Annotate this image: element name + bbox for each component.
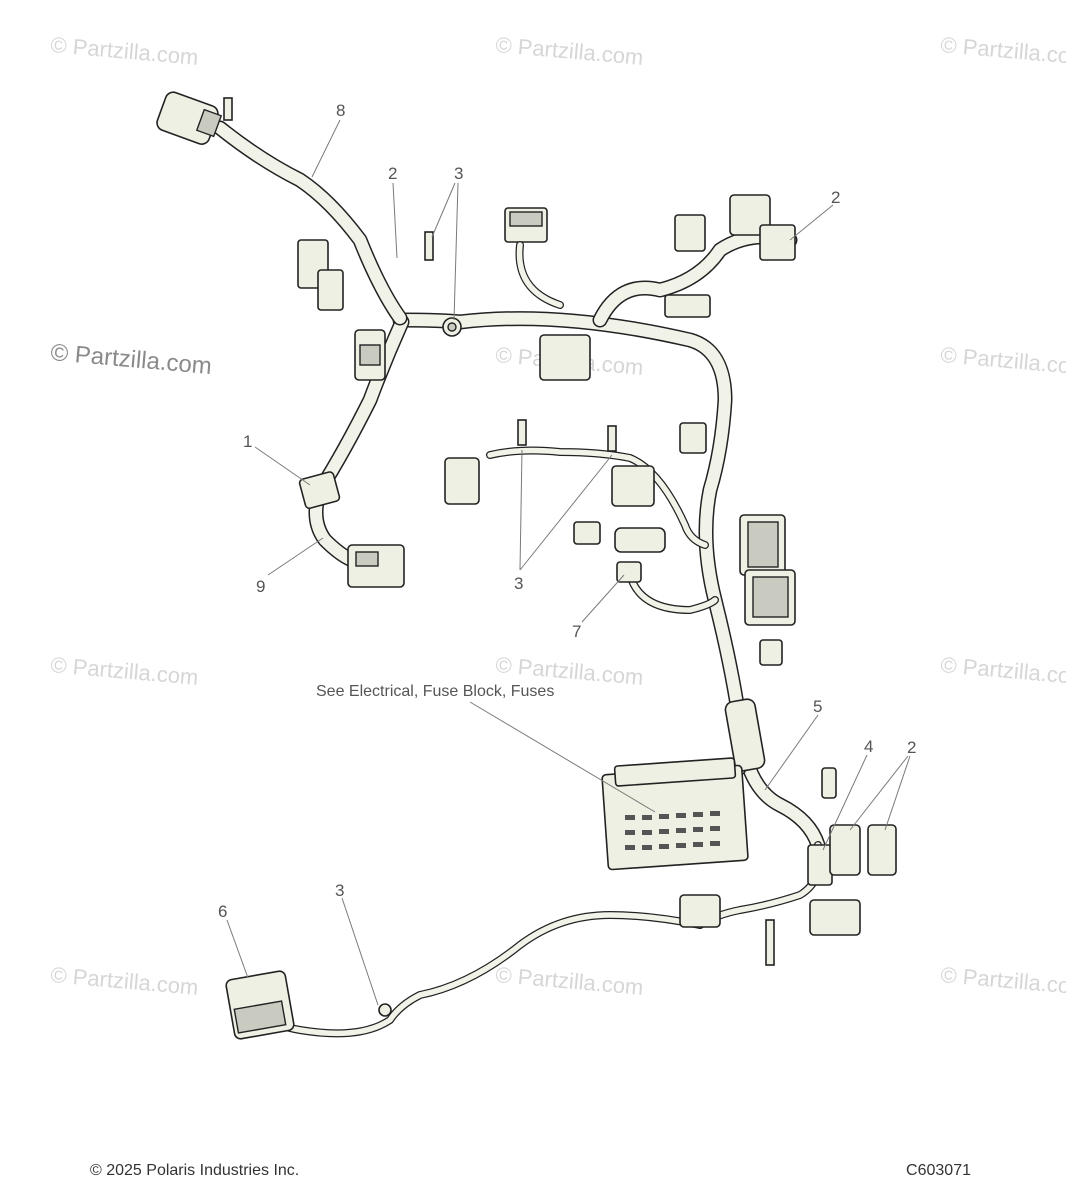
leader-3a-2 <box>453 182 459 321</box>
ground-stud-center <box>447 322 457 332</box>
watermark: © Partzilla.com <box>940 652 1066 690</box>
harness-upper-left-fill <box>214 122 406 324</box>
ecu-connector-a-face <box>747 521 779 568</box>
leader-2c-2 <box>884 755 911 831</box>
connector-middle-left <box>444 457 480 505</box>
fuse-slots <box>625 811 720 850</box>
callout-4: 4 <box>864 737 873 756</box>
leader-3b-2 <box>519 454 613 571</box>
watermark: © Partzilla.com <box>940 342 1066 380</box>
callouts: 8 2 3 2 1 9 3 7 See Electrical, Fuse Blo… <box>218 101 916 921</box>
watermark: © Partzilla.com <box>50 652 200 690</box>
callout-3: 3 <box>514 574 523 593</box>
harness-side-loop-fill <box>627 572 718 613</box>
leader-7 <box>581 574 625 623</box>
callout-8: 8 <box>336 101 345 120</box>
connector-top-right-a <box>674 214 706 252</box>
leader-3b-1 <box>519 449 523 571</box>
connector-8-latch <box>195 108 223 138</box>
harness-upper-right-fill <box>594 230 796 326</box>
watermark: © Partzilla.com <box>940 962 1066 1000</box>
leader-2b <box>789 204 834 241</box>
callout-2: 2 <box>388 164 397 183</box>
connector-top-right-c <box>759 224 796 261</box>
ground-stud-lower <box>378 1003 392 1017</box>
stud-post-top <box>424 231 434 261</box>
leader-4 <box>822 754 868 851</box>
connector-4 <box>807 844 833 886</box>
leader-note <box>469 701 656 813</box>
stud-post <box>223 97 233 121</box>
callout-9: 9 <box>256 577 265 596</box>
connector-top-center-face <box>509 211 543 227</box>
callout-1: 1 <box>243 432 252 451</box>
leader-2a <box>392 182 398 259</box>
fuse-block <box>601 757 749 871</box>
connector-top-left-c-latch <box>359 344 381 366</box>
connector-middle-right <box>611 465 655 507</box>
harness-trunk-fill <box>394 312 824 851</box>
connector-center-cluster <box>539 334 591 381</box>
connector-9-latch <box>355 551 379 567</box>
callout-5: 5 <box>813 697 822 716</box>
watermarks: © Partzilla.com © Partzilla.com © Partzi… <box>49 32 1066 1000</box>
top-center-lead-fill <box>516 242 563 308</box>
leader-lines <box>226 119 911 1006</box>
stud-middle-a <box>517 419 527 446</box>
connector-side-small <box>573 521 601 545</box>
connector-top-right-d <box>664 294 711 318</box>
stud-middle-b <box>607 425 617 452</box>
callout-6: 6 <box>218 902 227 921</box>
see-electrical-note[interactable]: See Electrical, Fuse Block, Fuses <box>316 683 554 700</box>
connector-lower-middle <box>679 894 721 928</box>
leader-2c-1 <box>849 755 909 831</box>
connector-sleeve-mid <box>614 527 666 553</box>
ecu-connector-b-face <box>752 576 789 618</box>
callout-7: 7 <box>572 622 581 641</box>
connector-top-right-b <box>729 194 771 236</box>
watermark: © Partzilla.com <box>50 32 200 70</box>
connectors <box>156 91 897 1040</box>
leader-9 <box>267 537 324 576</box>
callout-2: 2 <box>831 188 840 207</box>
callout-3: 3 <box>335 881 344 900</box>
watermark: © Partzilla.com <box>940 32 1066 70</box>
watermark: © Partzilla.com <box>495 962 645 1000</box>
callout-3: 3 <box>454 164 463 183</box>
harness-lower-branch-fill <box>247 912 703 1037</box>
diagram-code: C603071 <box>906 1162 971 1179</box>
middle-crossbar-fill <box>487 447 708 548</box>
connector-top-left-b <box>317 269 344 311</box>
connector-lower-cluster <box>809 899 861 936</box>
sleeve-5 <box>724 698 766 772</box>
leader-1 <box>254 446 311 486</box>
watermark: © Partzilla.com <box>495 32 645 70</box>
leader-5 <box>764 714 819 791</box>
leader-6 <box>226 919 249 979</box>
stud-lower <box>765 919 775 966</box>
connector-1-sleeve <box>298 471 341 510</box>
connector-6-face <box>233 1000 287 1034</box>
watermark: © Partzilla.com <box>49 339 212 380</box>
harness-upper-left <box>212 120 408 326</box>
fuse-block-lid <box>613 757 737 787</box>
watermark: © Partzilla.com <box>50 962 200 1000</box>
leader-3c <box>341 897 379 1006</box>
callout-2: 2 <box>907 738 916 757</box>
connector-lower-right-b <box>867 824 897 876</box>
leader-8 <box>311 119 341 178</box>
connector-7 <box>616 561 642 583</box>
connector-lower-right-a <box>829 824 861 876</box>
main-harness <box>212 120 826 1038</box>
leader-3a-1 <box>431 182 456 238</box>
connector-right-small <box>759 639 783 666</box>
connector-right-upper <box>679 422 707 454</box>
connector-fuse-inline <box>821 767 837 799</box>
copyright-notice: © 2025 Polaris Industries Inc. <box>90 1162 300 1179</box>
